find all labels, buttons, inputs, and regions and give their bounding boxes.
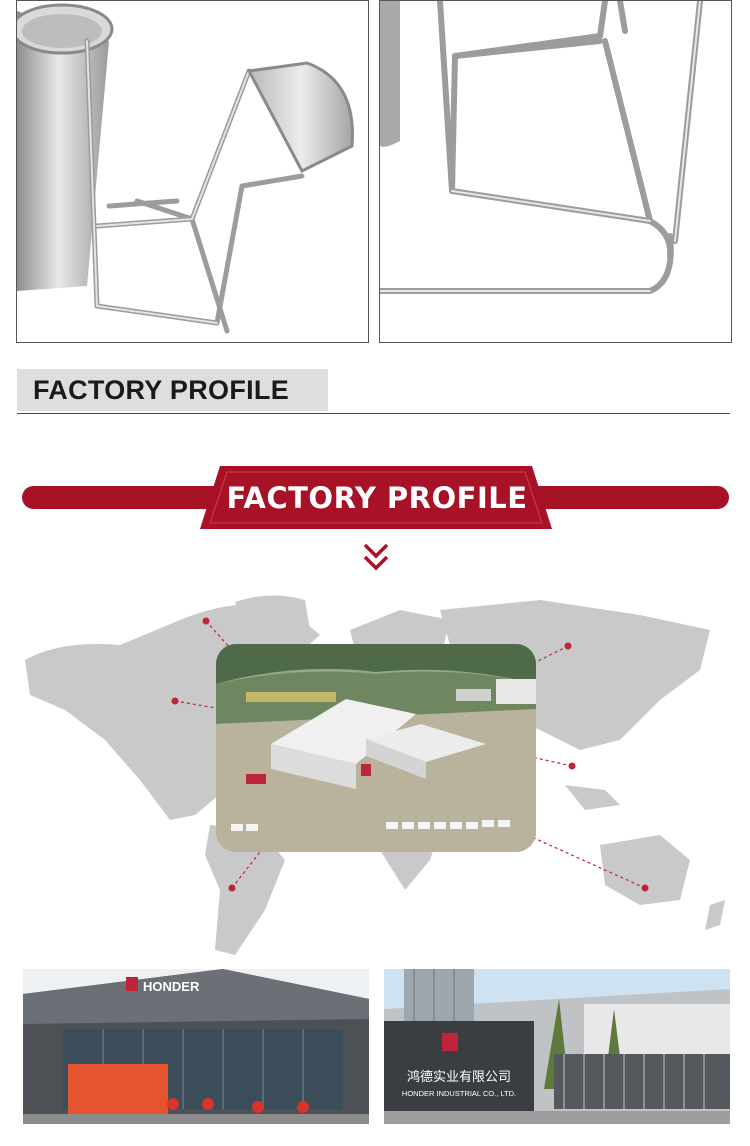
section-title-tab: FACTORY PROFILE	[17, 369, 328, 411]
factory-aerial-photo	[216, 644, 536, 852]
building-sign-text: HONDER	[143, 979, 200, 994]
office-building-photo: HONDER	[23, 969, 369, 1124]
company-gate-photo: 鸿德实业有限公司 HONDER INDUSTRIAL CO., LTD.	[384, 969, 730, 1124]
company-sign-cn: 鸿德实业有限公司	[407, 1069, 511, 1085]
double-chevron-down-icon	[363, 543, 389, 571]
cup-holder-illustration	[17, 3, 354, 334]
section-divider	[17, 413, 730, 414]
banner-title: FACTORY PROFILE	[226, 481, 528, 515]
company-sign-en: HONDER INDUSTRIAL CO., LTD.	[402, 1089, 516, 1098]
product-photo-wire-base	[379, 0, 732, 343]
product-photo-cup-holder	[16, 0, 369, 343]
wire-base-illustration	[380, 1, 703, 294]
location-dot-icon	[171, 617, 649, 892]
banner-trapezoid	[200, 466, 552, 529]
